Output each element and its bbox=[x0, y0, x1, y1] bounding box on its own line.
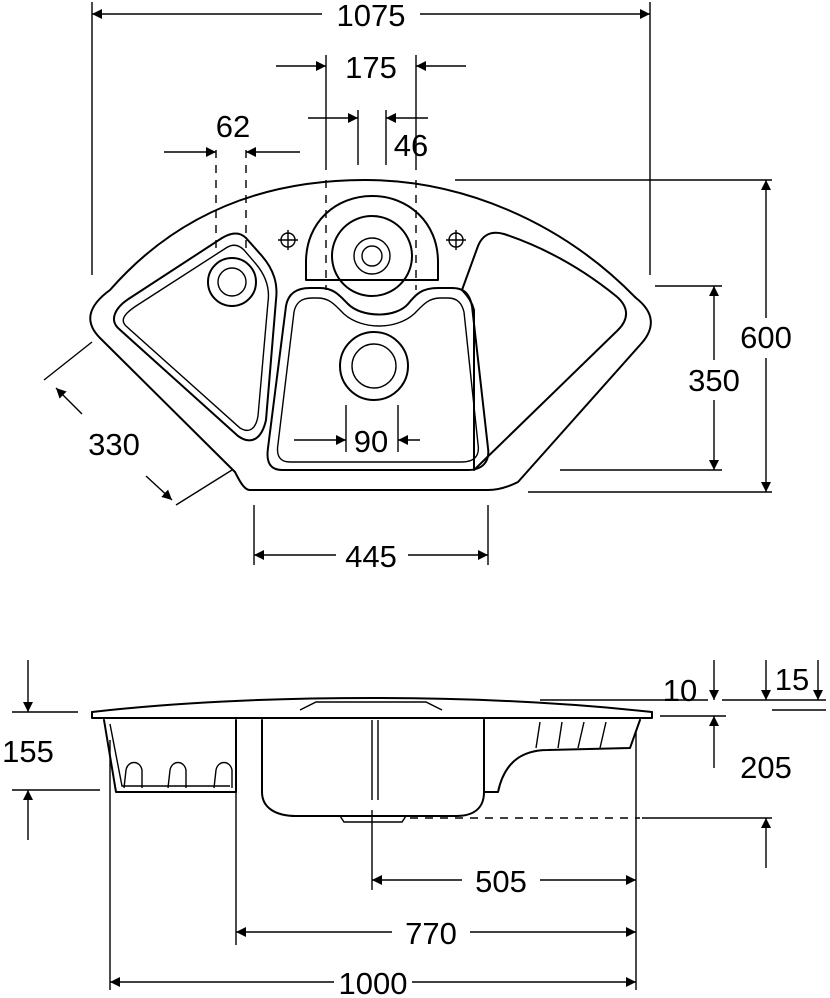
dim-label-505: 505 bbox=[475, 864, 527, 899]
ext-330-bottom bbox=[175, 469, 233, 506]
tap-deck bbox=[305, 195, 439, 281]
left-drain-inner bbox=[217, 267, 247, 297]
drain-outlet bbox=[339, 815, 407, 823]
side-view: 10 15 155 205 505 770 1000 bbox=[2, 660, 826, 998]
tap-hole-center bbox=[361, 245, 383, 267]
drainer-rib-1 bbox=[535, 721, 541, 749]
dim-330-line-top bbox=[55, 387, 83, 415]
left-rib-1 bbox=[123, 761, 143, 789]
rim-top-curve bbox=[91, 697, 653, 713]
left-drain-outer bbox=[207, 257, 257, 307]
ext-330-top bbox=[43, 341, 93, 381]
left-rib-2 bbox=[167, 761, 187, 789]
tap-hole-outer bbox=[331, 215, 413, 297]
dim-label-1000: 1000 bbox=[339, 966, 408, 998]
left-accessory-hole bbox=[278, 230, 298, 250]
dim-label-1075: 1075 bbox=[337, 0, 406, 33]
main-drain-outer bbox=[339, 331, 409, 401]
main-bowl-body bbox=[261, 719, 485, 817]
dim-label-15: 15 bbox=[775, 662, 809, 697]
main-bowl-outline bbox=[266, 287, 490, 471]
rim-edge bbox=[91, 711, 653, 719]
left-rib-3 bbox=[213, 761, 233, 789]
drainer-rib-4 bbox=[599, 721, 607, 749]
main-bowl-inner bbox=[276, 297, 480, 463]
dim-label-155: 155 bbox=[2, 734, 54, 769]
dim-label-175: 175 bbox=[345, 50, 397, 85]
dim-label-205: 205 bbox=[740, 750, 792, 785]
drainer-body bbox=[483, 719, 641, 793]
left-bowl-outline bbox=[113, 232, 278, 442]
drainer-rib-3 bbox=[577, 721, 585, 749]
dim-label-770: 770 bbox=[405, 916, 457, 951]
right-accessory-hole bbox=[446, 230, 466, 250]
left-bowl-body bbox=[103, 719, 237, 793]
dim-label-330: 330 bbox=[88, 427, 140, 462]
drainer-rib-2 bbox=[557, 721, 563, 749]
top-view: 1075 175 62 46 600 350 90 330 445 bbox=[43, 0, 792, 574]
dim-330-line-bottom bbox=[145, 475, 173, 501]
dim-label-10: 10 bbox=[663, 673, 697, 708]
dim-label-445: 445 bbox=[345, 539, 397, 574]
dim-label-90: 90 bbox=[354, 424, 388, 459]
dim-label-62: 62 bbox=[216, 109, 250, 144]
tap-hole-inner bbox=[353, 237, 391, 275]
dim-label-600: 600 bbox=[740, 320, 792, 355]
drainer-outline bbox=[461, 231, 627, 471]
left-bowl-inner bbox=[122, 244, 270, 432]
dim-label-350: 350 bbox=[688, 363, 740, 398]
rim-strip bbox=[299, 701, 443, 711]
left-bowl-body-inner bbox=[109, 723, 230, 787]
main-drain-inner bbox=[351, 343, 397, 389]
sink-outer-outline bbox=[89, 179, 652, 491]
dim-label-46: 46 bbox=[394, 128, 428, 163]
